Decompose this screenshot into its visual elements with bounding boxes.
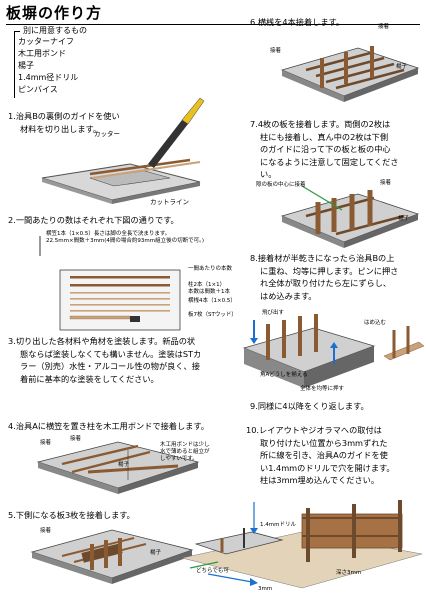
fitin-label: はめ込む xyxy=(364,320,387,326)
step-number: 3. xyxy=(8,336,16,346)
note2a: 横笠1本（1×0.5）長さは脚の全長で決まります。 xyxy=(46,231,171,237)
glue-label: 接着 xyxy=(380,180,392,186)
step-text: 接着材が半乾きになったら治具Bの上 xyxy=(257,253,395,263)
step-1: 1.治具Bの裏側のガイドを使い 材料を切り出します。 xyxy=(8,110,208,135)
glue-label: 接着 xyxy=(270,48,282,54)
glue-label: 接着 xyxy=(378,24,390,30)
step10-illustration xyxy=(181,500,423,589)
step-text: 取り付けたい位置から3mmずれた xyxy=(260,437,388,448)
title-divider xyxy=(6,24,420,25)
step-text: レイアウトやジオラマへの取付は xyxy=(259,425,382,435)
step4-illustration xyxy=(36,441,200,494)
note2b: 22.5mm×間数＋3mm(4間の場合約93mm組立後の切断で可。) xyxy=(46,238,205,244)
glue-label: 接着 xyxy=(70,436,82,442)
center-note: 隙の板の中心に接着 xyxy=(256,182,306,188)
step-5: 5.下側になる板3枚を接着します。 xyxy=(8,509,228,522)
note4b: 水で薄めると組立が xyxy=(160,449,210,455)
step-text: ラー（別売）水性・アルコール性の物が良く、接 xyxy=(20,361,200,371)
step-6: 6.横桟を4本接着します。 xyxy=(250,16,420,29)
toothpick-label: 楊子 xyxy=(396,64,408,70)
material-item: 1.4mm径ドリル xyxy=(18,73,79,82)
step1-illustration xyxy=(41,97,205,204)
step-4: 4.治具Aに横笠を置き柱を木工用ボンドで接着します。 xyxy=(8,420,238,433)
step-text: 下側になる板3枚を接着します。 xyxy=(15,510,135,520)
step-text: 柱は3mm埋め込んでください。 xyxy=(260,475,380,485)
step-text: に重ね、均等に押します。ピンに押さ xyxy=(260,265,399,276)
step-number: 7. xyxy=(250,119,258,129)
post-label: 柱2本（1×1） xyxy=(188,282,226,288)
toothpick-label: 楊子 xyxy=(118,462,130,468)
step-text: になるように注意して固定してくださ xyxy=(260,156,399,167)
step-text: 治具Bの裏側のガイドを使い xyxy=(15,111,120,121)
page-title: 板塀の作り方 xyxy=(6,4,103,22)
toothpick-label: 楊子 xyxy=(398,216,410,222)
step-text: い。 xyxy=(260,169,277,179)
step-text: れ全体が取り付けたら左にずらし、 xyxy=(260,278,392,288)
step6-illustration xyxy=(280,46,420,102)
note4a: 木工用ボンドは少し xyxy=(160,442,210,448)
post-count-label: 本数は間数＋1本 xyxy=(188,289,230,295)
step-text: 態ならば塗装しなくても構いません。塗装はSTカ xyxy=(20,348,202,359)
either-label: どちらでも可 xyxy=(196,568,229,574)
material-item: 楊子 xyxy=(18,61,34,70)
step-text: 治具Aに横笠を置き柱を木工用ボンドで接着します。 xyxy=(15,421,209,431)
step-text: 材料を切り出します。 xyxy=(20,123,102,134)
step-text: 切り出した各材料や角材を塗装します。新品の状 xyxy=(15,336,196,346)
drill-label: 1.4mmドリル xyxy=(260,522,296,528)
step-8: 8.接着材が半乾きになったら治具Bの上 に重ね、均等に押します。ピンに押さ れ全… xyxy=(250,252,422,302)
step-number: 2. xyxy=(8,215,16,225)
step-number: 5. xyxy=(8,510,16,520)
step-text: 所に線を引き、治具Aのガイドを使 xyxy=(260,450,388,460)
step-number: 4. xyxy=(8,421,16,431)
bury-label: 深さ3mm xyxy=(336,570,362,576)
step-text: はめ込みます。 xyxy=(260,290,317,301)
step-number: 9. xyxy=(250,401,258,411)
step-text: のガイドに沿って下の板と板の中心 xyxy=(260,144,391,154)
cutline-label: カットライン xyxy=(150,198,189,206)
material-item: カッターナイフ xyxy=(18,37,74,46)
step-text: 着前に基本的な塗装をしてください。 xyxy=(20,373,159,384)
step-number: 8. xyxy=(250,253,258,263)
step-10: 10.レイアウトやジオラマへの取付は 取り付けたい位置から3mmずれた 所に線を… xyxy=(246,424,422,487)
step-text: 一間あたりの数はそれぞれ下図の通りです。 xyxy=(15,215,179,225)
step-number: 1. xyxy=(8,111,16,121)
step-text: 柱にも接着し、真ん中の2枚は下側 xyxy=(260,131,389,142)
step-text: い1.4mmのドリルで穴を開けます。 xyxy=(260,462,395,473)
note4c: しやすいです。 xyxy=(160,456,198,462)
glue-label: 接着 xyxy=(40,440,52,446)
step-7: 7.4枚の板を接着します。両側の2枚は 柱にも接着し、真ん中の2枚は下側 のガイ… xyxy=(250,118,422,181)
step2-illustration xyxy=(39,236,181,331)
press-label: 全体を均等に押す xyxy=(300,386,345,392)
corner-label: 角Aどうしを揃える xyxy=(260,372,308,378)
step8-illustration xyxy=(242,314,425,388)
step5-illustration xyxy=(30,529,194,584)
step-text: 4枚の板を接着します。両側の2枚は xyxy=(257,119,391,129)
cutter-label: カッター xyxy=(94,130,120,138)
material-item: ピンバイス xyxy=(18,85,58,94)
step-number: 6. xyxy=(250,17,258,27)
toothpick-label: 楊子 xyxy=(150,550,162,556)
material-item: 木工用ボンド xyxy=(18,49,66,58)
board-label: 板7枚（STウッド） xyxy=(188,312,237,318)
step-9: 9.同様に4以降をくり返します。 xyxy=(250,400,422,413)
materials-heading: 別に用意するもの xyxy=(20,25,90,36)
step-number: 10. xyxy=(246,425,260,435)
step-text: 同様に4以降をくり返します。 xyxy=(257,401,369,411)
rail-label: 横桟4本（1×0.5） xyxy=(188,298,236,304)
step-3: 3.切り出した各材料や角材を塗装します。新品の状 態ならば塗装しなくても構いませ… xyxy=(8,335,228,385)
glue-label: 接着 xyxy=(40,528,52,534)
step-text: 横桟を4本接着します。 xyxy=(257,17,345,27)
step-2: 2.一間あたりの数はそれぞれ下図の通りです。 xyxy=(8,214,218,227)
step7-illustration xyxy=(280,185,420,248)
offset-label: 3mm xyxy=(258,586,273,592)
per-bay-label: 一間あたりの本数 xyxy=(188,266,233,272)
pushed-label: 飛び出す xyxy=(262,310,285,316)
